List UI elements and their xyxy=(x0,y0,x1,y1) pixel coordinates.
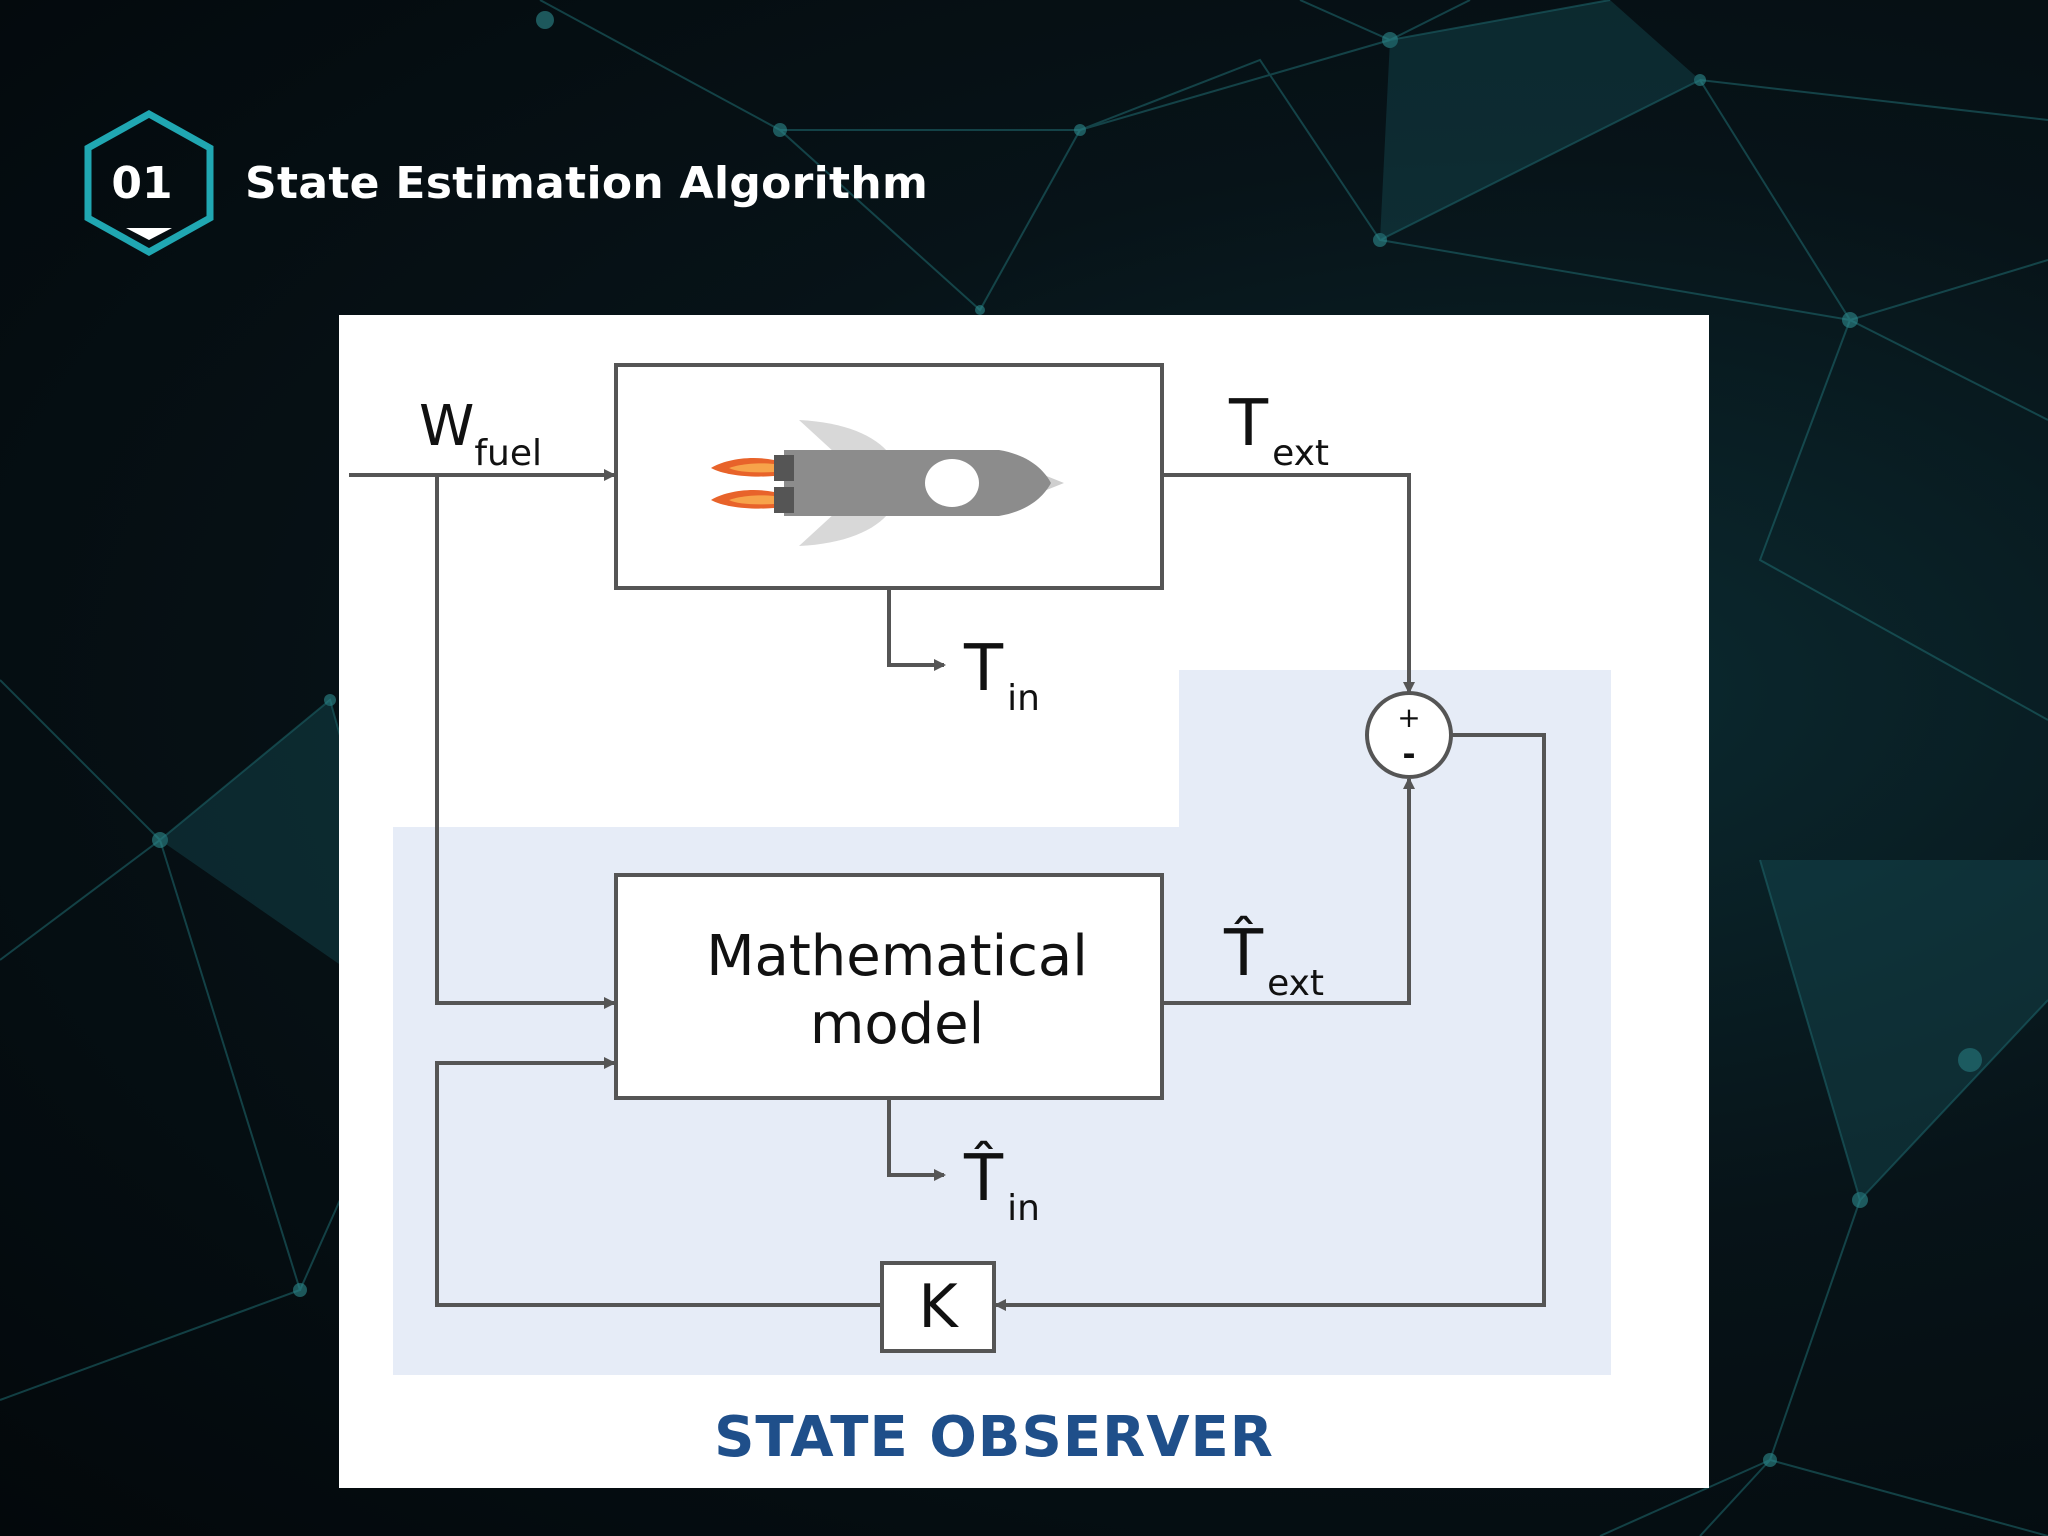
junction-minus-sign: - xyxy=(1402,735,1415,773)
gain-label: K xyxy=(918,1272,959,1342)
internal-state-arrow xyxy=(889,588,944,665)
figure-caption: STATE OBSERVER xyxy=(339,1405,1649,1470)
model-label-line1: Mathematical xyxy=(706,924,1088,989)
slide-title: State Estimation Algorithm xyxy=(245,158,928,209)
junction-plus-sign: + xyxy=(1397,701,1420,734)
model-label-line2: model xyxy=(810,992,984,1057)
input-signal-label: Wfuel xyxy=(419,394,542,474)
output-to-junction-arrow xyxy=(1162,475,1409,692)
section-number: 01 xyxy=(82,158,202,209)
